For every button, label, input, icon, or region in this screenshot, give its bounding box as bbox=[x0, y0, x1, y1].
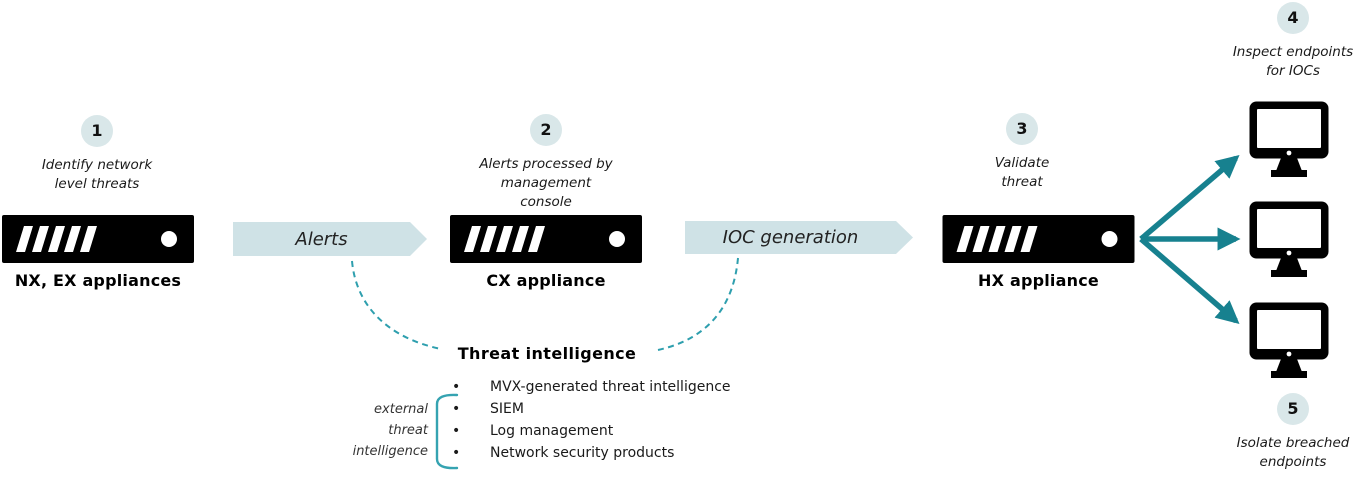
bullet-icon: • bbox=[452, 423, 461, 439]
list-item-label: SIEM bbox=[490, 401, 524, 417]
threat-intelligence-title: Threat intelligence bbox=[457, 344, 637, 363]
appliance-icon bbox=[2, 215, 194, 263]
step-2-description: Alerts processed by management console bbox=[479, 156, 613, 210]
appliance-icon bbox=[942, 215, 1135, 263]
threat-intelligence-list: • MVX-generated threat intelligence • SI… bbox=[452, 376, 731, 464]
monitor-icon bbox=[1249, 101, 1329, 177]
step-5-number-badge: 5 bbox=[1277, 393, 1309, 425]
step-4: 4 Inspect endpoints for IOCs bbox=[1220, 2, 1360, 81]
banner-ioc-generation: IOC generation bbox=[685, 221, 913, 254]
step-2: 2 Alerts processed by management console bbox=[476, 114, 616, 212]
step-4-number-badge: 4 bbox=[1277, 2, 1309, 34]
list-item: • MVX-generated threat intelligence bbox=[452, 376, 731, 398]
step-5: 5 Isolate breached endpoints bbox=[1220, 393, 1360, 472]
appliance-nx-ex-label: NX, EX appliances bbox=[14, 271, 182, 290]
list-item: • Log management bbox=[452, 420, 731, 442]
step-5-description: Isolate breached endpoints bbox=[1236, 435, 1350, 470]
step-3: 3 Validate threat bbox=[952, 113, 1092, 192]
monitor-icon bbox=[1249, 201, 1329, 277]
bullet-icon: • bbox=[452, 401, 461, 417]
endpoint-arrow-top bbox=[1139, 155, 1240, 242]
list-item: • Network security products bbox=[452, 442, 731, 464]
appliance-cx: CX appliance bbox=[450, 215, 642, 290]
appliance-cx-label: CX appliance bbox=[486, 271, 606, 290]
dashed-connector-ioc-to-intel bbox=[657, 257, 739, 351]
dashed-connector-alerts-to-intel bbox=[351, 260, 442, 350]
step-3-number-badge: 3 bbox=[1006, 113, 1038, 145]
bullet-icon: • bbox=[452, 379, 461, 395]
step-3-description: Validate threat bbox=[994, 155, 1050, 190]
banner-ioc-generation-label: IOC generation bbox=[722, 227, 859, 248]
step-1-description: Identify network level threats bbox=[41, 157, 153, 192]
step-2-number-badge: 2 bbox=[530, 114, 562, 146]
list-item-label: Log management bbox=[490, 423, 614, 439]
appliance-nx-ex: NX, EX appliances bbox=[2, 215, 194, 290]
appliance-icon bbox=[450, 215, 642, 263]
banner-alerts: Alerts bbox=[233, 222, 427, 256]
step-4-description: Inspect endpoints for IOCs bbox=[1232, 44, 1354, 79]
banner-alerts-label: Alerts bbox=[295, 228, 348, 250]
external-threat-intelligence-label: external threat intelligence bbox=[352, 402, 428, 459]
step-1-number-badge: 1 bbox=[81, 115, 113, 147]
endpoint-arrow-bottom bbox=[1139, 236, 1240, 325]
list-item: • SIEM bbox=[452, 398, 731, 420]
appliance-hx-label: HX appliance bbox=[978, 271, 1099, 290]
monitor-icon bbox=[1249, 302, 1329, 378]
step-1: 1 Identify network level threats bbox=[27, 115, 167, 194]
appliance-hx: HX appliance bbox=[942, 215, 1135, 290]
list-item-label: MVX-generated threat intelligence bbox=[490, 379, 731, 395]
list-item-label: Network security products bbox=[490, 445, 675, 461]
bullet-icon: • bbox=[452, 445, 461, 461]
